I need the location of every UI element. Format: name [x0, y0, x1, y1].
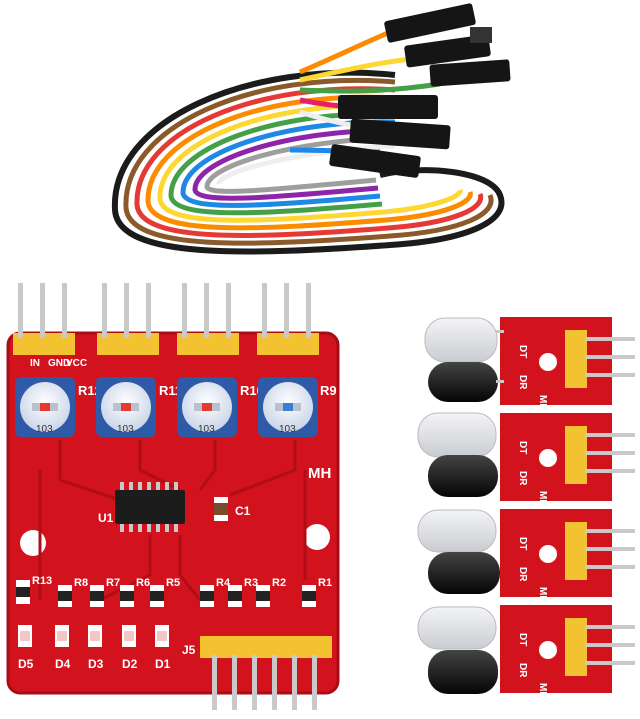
res-r4: R4 [216, 577, 231, 589]
led-row: D5 D4 D3 D2 D1 [18, 625, 171, 671]
main-board: IN GND VCC R12 103 R11 103 [6, 283, 340, 710]
pot-4: R9 103 [258, 377, 337, 437]
pot-3: R10 103 [177, 377, 264, 437]
sensor-3-dr: DR [517, 567, 528, 582]
sensor-boards: DT DR MH DT DR MH DT DR MH [417, 317, 635, 699]
sensor-board-1: DT DR MH [424, 317, 635, 411]
resistor-row: R13 R8 R7 R6 R5 R4 R3 R2 R1 [16, 575, 332, 607]
res-r2: R2 [272, 577, 286, 589]
ribbon-cable [111, 3, 511, 255]
res-r13: R13 [32, 575, 52, 587]
pot-marking-1: 103 [36, 424, 53, 435]
sensor-4-mh: MH [537, 683, 548, 699]
res-r3: R3 [244, 577, 258, 589]
chip-u1: U1 [98, 482, 185, 532]
pot-label-r12: R12 [78, 383, 102, 398]
led-d3: D3 [88, 657, 104, 671]
sensor-4-dt: DT [517, 633, 528, 646]
sensor-board-4: DT DR MH [417, 605, 635, 699]
header-1 [13, 283, 75, 355]
res-r5: R5 [166, 577, 180, 589]
header-2 [97, 283, 159, 355]
sensor-1-dr: DR [517, 375, 528, 390]
pot-marking-4: 103 [279, 424, 296, 435]
capacitor-c1: C1 [214, 497, 251, 521]
sensor-4-dr: DR [517, 663, 528, 678]
sensor-3-mh: MH [537, 587, 548, 603]
j5-label: J5 [182, 643, 196, 657]
sensor-board-3: DT DR MH [417, 509, 635, 603]
sensor-2-dt: DT [517, 441, 528, 454]
res-r7: R7 [106, 577, 120, 589]
led-d5: D5 [18, 657, 34, 671]
sensor-2-dr: DR [517, 471, 528, 486]
pot-marking-3: 103 [198, 424, 215, 435]
sensor-1-dt: DT [517, 345, 528, 358]
header-3 [177, 283, 239, 355]
pot-1: R12 103 [15, 377, 102, 437]
led-d1: D1 [155, 657, 171, 671]
led-d2: D2 [122, 657, 138, 671]
potentiometers: R12 103 R11 103 R10 103 [15, 377, 337, 437]
pot-2: R11 103 [96, 377, 182, 437]
pot-label-r10: R10 [240, 383, 264, 398]
header-label-vcc: VCC [66, 358, 87, 369]
led-d4: D4 [55, 657, 71, 671]
header-label-in: IN [30, 358, 40, 369]
header-4 [257, 283, 319, 355]
res-r1: R1 [318, 577, 332, 589]
sensor-3-dt: DT [517, 537, 528, 550]
cap-label: C1 [235, 504, 251, 518]
sensor-2-mh: MH [537, 491, 548, 507]
pot-marking-2: 103 [117, 424, 134, 435]
connector-j5: J5 [182, 636, 332, 710]
sensor-board-2: DT DR MH [417, 412, 635, 507]
dupont-connectors [329, 3, 511, 178]
res-r8: R8 [74, 577, 88, 589]
chip-label: U1 [98, 511, 114, 525]
sensor-1-mh: MH [537, 395, 548, 411]
pot-label-r9: R9 [320, 383, 337, 398]
res-r6: R6 [136, 577, 150, 589]
pot-label-r11: R11 [159, 383, 182, 398]
header-label-gnd: GND [48, 358, 70, 369]
brand-label: MH [308, 465, 331, 482]
top-headers [13, 283, 319, 355]
